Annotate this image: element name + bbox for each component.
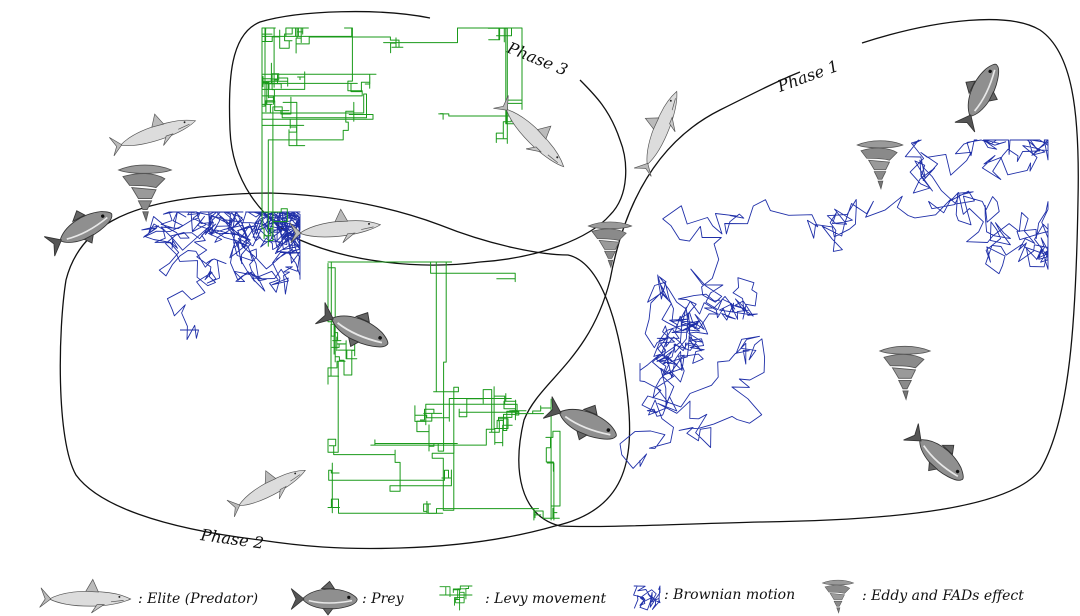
legend: : Elite (Predator) : Prey : Levy movemen… <box>39 579 1024 616</box>
shark-icon <box>39 579 131 614</box>
phase-1-label: Phase 1 <box>774 56 841 96</box>
phase-2-label: Phase 2 <box>198 525 265 553</box>
legend-item-eddy: : Eddy and FADs effect <box>822 579 1024 614</box>
brownian-path-icon <box>633 585 661 611</box>
legend-label-prey: : Prey <box>362 591 405 607</box>
shark-icon <box>221 453 312 522</box>
legend-levy-swatch <box>439 585 473 611</box>
legend-label-eddy: : Eddy and FADs effect <box>862 588 1024 604</box>
levy-path <box>261 27 523 247</box>
legend-label-brownian: : Brownian motion <box>664 587 795 603</box>
shark-icon <box>105 102 201 162</box>
tornado-icon <box>822 579 854 614</box>
tuna-icon <box>947 55 1012 136</box>
tornado-icon <box>856 140 904 190</box>
brownian-path <box>639 274 758 399</box>
phase-2-region <box>59 192 631 550</box>
phase-3-label: Phase 3 <box>504 38 571 80</box>
shark-icon <box>287 204 383 249</box>
legend-item-levy: : Levy movement <box>439 585 606 611</box>
legend-label-levy: : Levy movement <box>485 591 606 607</box>
legend-label-elite: : Elite (Predator) <box>138 591 258 607</box>
brownian-path <box>619 139 1049 469</box>
tuna-icon <box>39 196 121 263</box>
tuna-icon <box>290 580 359 616</box>
tornado-icon <box>879 345 931 400</box>
levy-path <box>327 261 561 521</box>
legend-item-prey: : Prey <box>290 580 405 616</box>
tuna-icon <box>539 388 625 453</box>
shark-icon <box>625 83 690 179</box>
tornado-icon <box>118 164 172 222</box>
levy-path-icon <box>439 585 473 611</box>
brownian-path <box>141 211 301 340</box>
legend-brownian-swatch <box>633 585 661 611</box>
phase-3-region <box>228 10 627 266</box>
legend-item-elite: : Elite (Predator) <box>39 579 258 614</box>
legend-item-brownian: : Brownian motion <box>633 585 795 611</box>
tuna-icon <box>898 417 977 493</box>
shark-icon <box>489 88 578 177</box>
